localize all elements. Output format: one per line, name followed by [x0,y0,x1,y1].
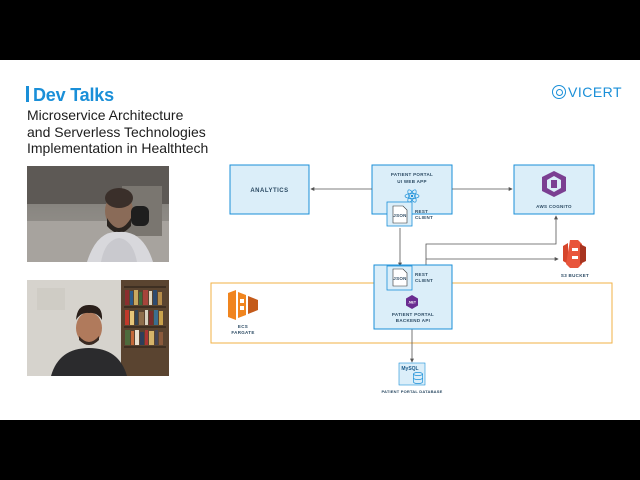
company-logo: VICERT [552,84,622,100]
rest-client-label-1b: CLIENT [415,215,433,220]
mysql-label: MySQL [401,366,418,372]
analytics-box [229,164,310,215]
rest-client-label-2a: REST [415,272,428,277]
database-label: PATIENT PORTAL DATABASE [381,389,442,394]
mysql-database-icon [398,362,426,386]
json-label-2: JSON [393,276,406,281]
patient-portal-ui-label-1: PATIENT PORTAL [391,172,433,177]
logo-text: VICERT [568,84,623,100]
dotnet-label: .NET [408,301,417,305]
participant-1-video-feed [27,166,169,262]
title-accent-bar [26,86,29,102]
video-tile-participant-1[interactable] [27,166,169,262]
patient-portal-ui-label-2: UI WEB APP [397,179,427,184]
ecs-fargate-icon [228,290,258,320]
ecs-label-1: ECS [238,324,248,329]
subtitle-line-2: and Serverless Technologies [27,123,206,140]
backend-api-label-1: PATIENT PORTAL [392,312,434,317]
json-file-icon-2 [392,268,408,287]
dotnet-icon [406,295,418,309]
analytics-label: ANALYTICS [250,188,288,194]
s3-bucket-icon [563,240,586,268]
architecture-diagram: ANALYTICS PATIENT PORTAL UI WEB APP AWS … [210,164,613,394]
arrow-backend-to-cognito [425,215,558,270]
subtitle-line-1: Microservice Architecture [27,107,184,123]
rest-client-label-1a: REST [415,209,428,214]
aws-cognito-label: AWS COGNITO [536,204,572,209]
video-tile-participant-2[interactable] [27,280,169,376]
presentation-slide: Dev Talks Microservice Architecture and … [0,60,640,420]
subtitle-line-3: Implementation in Healthtech [27,140,209,156]
cognito-icon [542,171,566,197]
logo-mark-icon [552,85,566,99]
slide-title: Dev Talks [33,85,114,105]
backend-api-label-2: BACKEND API [396,318,430,323]
slide-subtitle: Microservice Architecture and Serverless… [27,107,267,157]
json-label-1: JSON [393,213,406,218]
json-file-icon [392,205,408,224]
s3-bucket-label: S3 BUCKET [561,273,589,278]
ecs-label-2: FARGATE [231,330,254,335]
participant-2-video-feed [27,280,169,376]
rest-client-label-2b: CLIENT [415,278,433,283]
